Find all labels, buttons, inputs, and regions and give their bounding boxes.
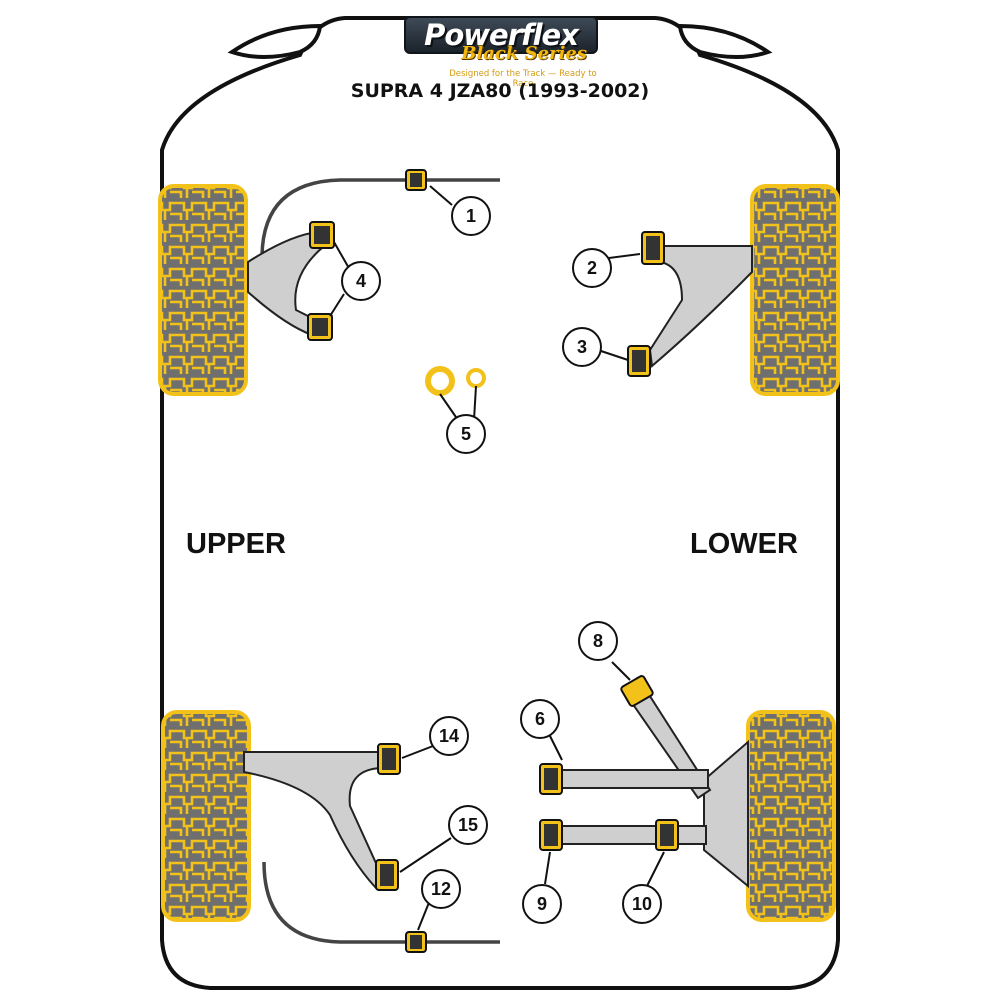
front-upper-arm <box>247 230 334 337</box>
bush-15 <box>375 859 399 891</box>
model-title: SUPRA 4 JZA80 (1993-2002) <box>350 80 650 102</box>
brand-name: Powerflex <box>424 18 579 52</box>
callout-10: 10 <box>622 884 662 924</box>
upper-rear-link <box>555 769 709 789</box>
series-name: Black Series <box>461 42 587 64</box>
black-series-logo: Black Series <box>456 42 592 64</box>
left-mirror <box>227 23 323 59</box>
upper-label: UPPER <box>186 528 286 560</box>
callout-2: 2 <box>572 248 612 288</box>
bush-5-small-ring <box>466 368 486 388</box>
bush-9 <box>539 819 563 851</box>
bush-2 <box>641 231 665 265</box>
rear-anti-roll-bar <box>262 861 500 944</box>
bush-1 <box>405 169 427 191</box>
right-mirror <box>677 23 773 59</box>
rear-upper-arm <box>243 751 386 891</box>
callout-3: 3 <box>562 327 602 367</box>
callout-8: 8 <box>578 621 618 661</box>
callout-14: 14 <box>429 716 469 756</box>
leader-lines <box>329 185 665 931</box>
lower-rear-link <box>555 825 707 845</box>
front-anti-roll-bar <box>260 178 500 259</box>
bush-4-bottom <box>307 313 333 341</box>
bush-6 <box>539 763 563 795</box>
callout-12: 12 <box>421 869 461 909</box>
bush-10 <box>655 819 679 851</box>
bush-4-top <box>309 221 335 249</box>
callout-9: 9 <box>522 884 562 924</box>
tagline: Designed for the Track — Ready to Race <box>449 69 597 89</box>
bush-5-large-ring <box>425 366 455 396</box>
callout-4: 4 <box>341 261 381 301</box>
callout-5: 5 <box>446 414 486 454</box>
front-left-tyre <box>158 184 248 396</box>
rear-left-tyre <box>161 710 251 922</box>
front-lower-arm <box>648 245 753 368</box>
bush-14 <box>377 743 401 775</box>
powerflex-logo: Powerflex <box>404 16 598 54</box>
front-right-tyre <box>750 184 840 396</box>
bush-8 <box>620 675 654 707</box>
callout-1: 1 <box>451 196 491 236</box>
callout-15: 15 <box>448 805 488 845</box>
bush-12 <box>405 931 427 953</box>
bush-3 <box>627 345 651 377</box>
callout-6: 6 <box>520 699 560 739</box>
lower-label: LOWER <box>690 528 798 560</box>
rear-right-tyre <box>746 710 836 922</box>
